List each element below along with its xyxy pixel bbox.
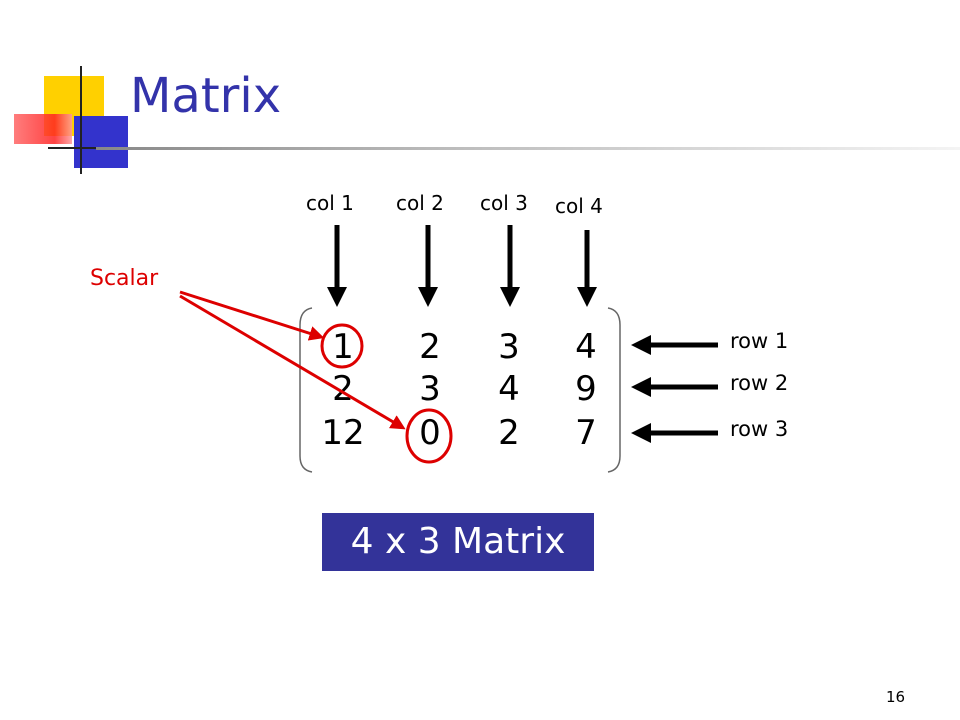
column-label-2: col 2 (396, 191, 444, 215)
matrix-left-bracket (299, 307, 313, 473)
matrix-cell: 3 (419, 369, 441, 409)
logo-horizontal-line (48, 147, 110, 149)
highlight-circle (405, 408, 453, 464)
highlight-circle (320, 323, 364, 369)
logo-vertical-line (80, 66, 82, 174)
page-number: 16 (886, 688, 906, 706)
matrix-cell: 0 (419, 413, 441, 453)
row-label-2: row 2 (730, 371, 789, 395)
row-label-3: row 3 (730, 417, 789, 441)
scalar-arrow (179, 290, 325, 341)
row-label-1: row 1 (730, 329, 789, 353)
scalar-label: Scalar (90, 266, 159, 291)
matrix-cell: 12 (321, 413, 365, 453)
matrix-cell: 4 (498, 369, 520, 409)
scalar-arrow (179, 294, 406, 430)
matrix-cell: 4 (575, 327, 597, 367)
logo-red-bar (14, 114, 72, 144)
matrix-cell: 2 (419, 327, 441, 367)
matrix-cell: 2 (332, 369, 354, 409)
slide-title: Matrix (130, 68, 282, 124)
matrix-dimension-badge: 4 x 3 Matrix (322, 513, 594, 571)
matrix-cell: 9 (575, 369, 597, 409)
column-label-4: col 4 (555, 194, 603, 218)
matrix-cell: 7 (575, 413, 597, 453)
logo-blue-square (74, 116, 128, 168)
matrix-cell: 2 (498, 413, 520, 453)
column-label-1: col 1 (306, 191, 354, 215)
title-underline (96, 147, 960, 150)
column-label-3: col 3 (480, 191, 528, 215)
matrix-cell: 3 (498, 327, 520, 367)
matrix-cell: 1 (332, 327, 354, 367)
matrix-right-bracket (607, 307, 621, 473)
